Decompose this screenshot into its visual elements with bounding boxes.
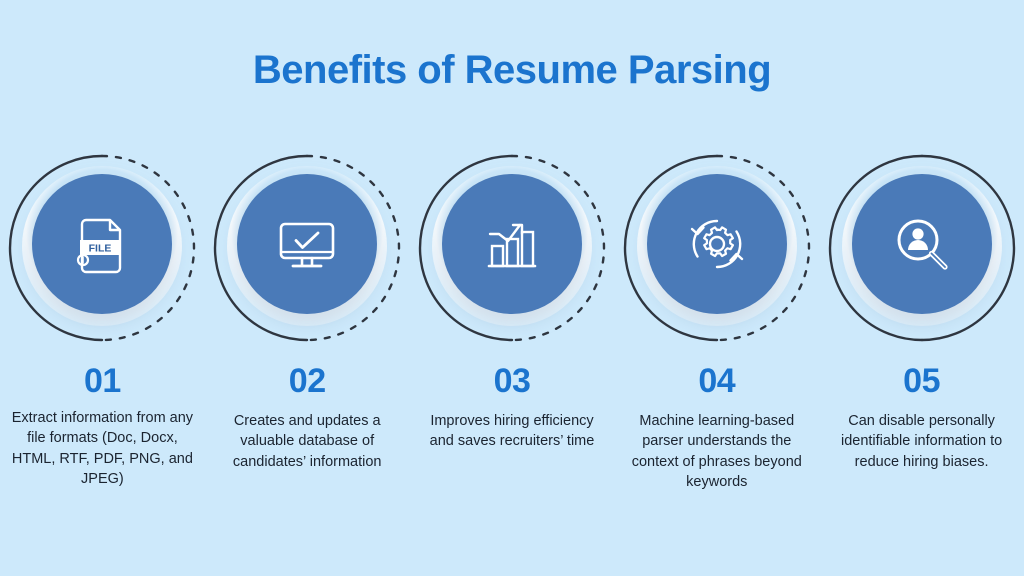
- svg-text:FILE: FILE: [89, 243, 112, 255]
- step-number-2: 02: [288, 362, 326, 400]
- person-search-icon: [897, 219, 948, 270]
- step-number-3: 03: [493, 362, 531, 400]
- step-number-5: 05: [903, 362, 940, 400]
- step-node-2[interactable]: [205, 150, 410, 346]
- step-disc-1: FILE: [32, 174, 173, 314]
- step-description-3: Improves hiring efficiency and saves rec…: [429, 412, 595, 450]
- step-caption-5: 05 Can disable personally identifiable i…: [819, 362, 1024, 493]
- step-disc-4: [646, 174, 787, 314]
- step-disc-3: [441, 174, 582, 314]
- bar-chart-growth-icon: [487, 223, 537, 268]
- step-number-1: 01: [83, 362, 121, 400]
- steps-icon-row: FILE: [0, 150, 1024, 346]
- step-number-4: 04: [698, 362, 736, 400]
- step-disc-2: [237, 174, 378, 314]
- step-description-2: Creates and updates a valuable database …: [232, 412, 382, 470]
- file-document-icon: FILE: [77, 218, 122, 274]
- step-caption-1: 01 Extract information from any file for…: [0, 362, 205, 493]
- step-description-1: Extract information from any file format…: [11, 409, 194, 488]
- gear-refresh-icon: [690, 219, 743, 269]
- step-description-5: Can disable personally identifiable info…: [840, 412, 1003, 470]
- steps-caption-row: 01 Extract information from any file for…: [0, 362, 1024, 493]
- step-caption-3: 03 Improves hiring efficiency and saves …: [410, 362, 615, 493]
- step-description-4: Machine learning-based parser understand…: [631, 412, 802, 491]
- step-node-1[interactable]: FILE: [0, 150, 205, 346]
- step-node-3[interactable]: [410, 150, 615, 346]
- step-node-5[interactable]: [819, 150, 1024, 346]
- step-caption-2: 02 Creates and updates a valuable databa…: [205, 362, 410, 493]
- page-title: Benefits of Resume Parsing: [252, 48, 772, 92]
- step-caption-4: 04 Machine learning-based parser underst…: [614, 362, 819, 493]
- step-node-4[interactable]: [614, 150, 819, 346]
- step-disc-5: [851, 174, 992, 314]
- monitor-check-icon: [279, 222, 335, 268]
